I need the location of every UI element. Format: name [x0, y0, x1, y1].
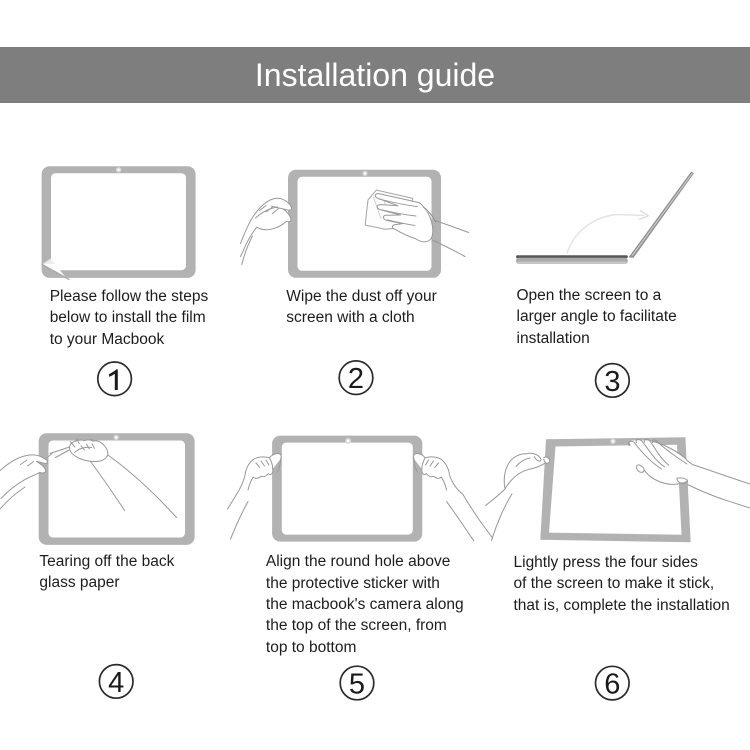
svg-text:3: 3	[604, 366, 620, 398]
svg-text:2: 2	[348, 363, 364, 395]
svg-text:6: 6	[604, 669, 620, 701]
svg-text:4: 4	[108, 667, 124, 699]
svg-text:5: 5	[349, 668, 365, 700]
